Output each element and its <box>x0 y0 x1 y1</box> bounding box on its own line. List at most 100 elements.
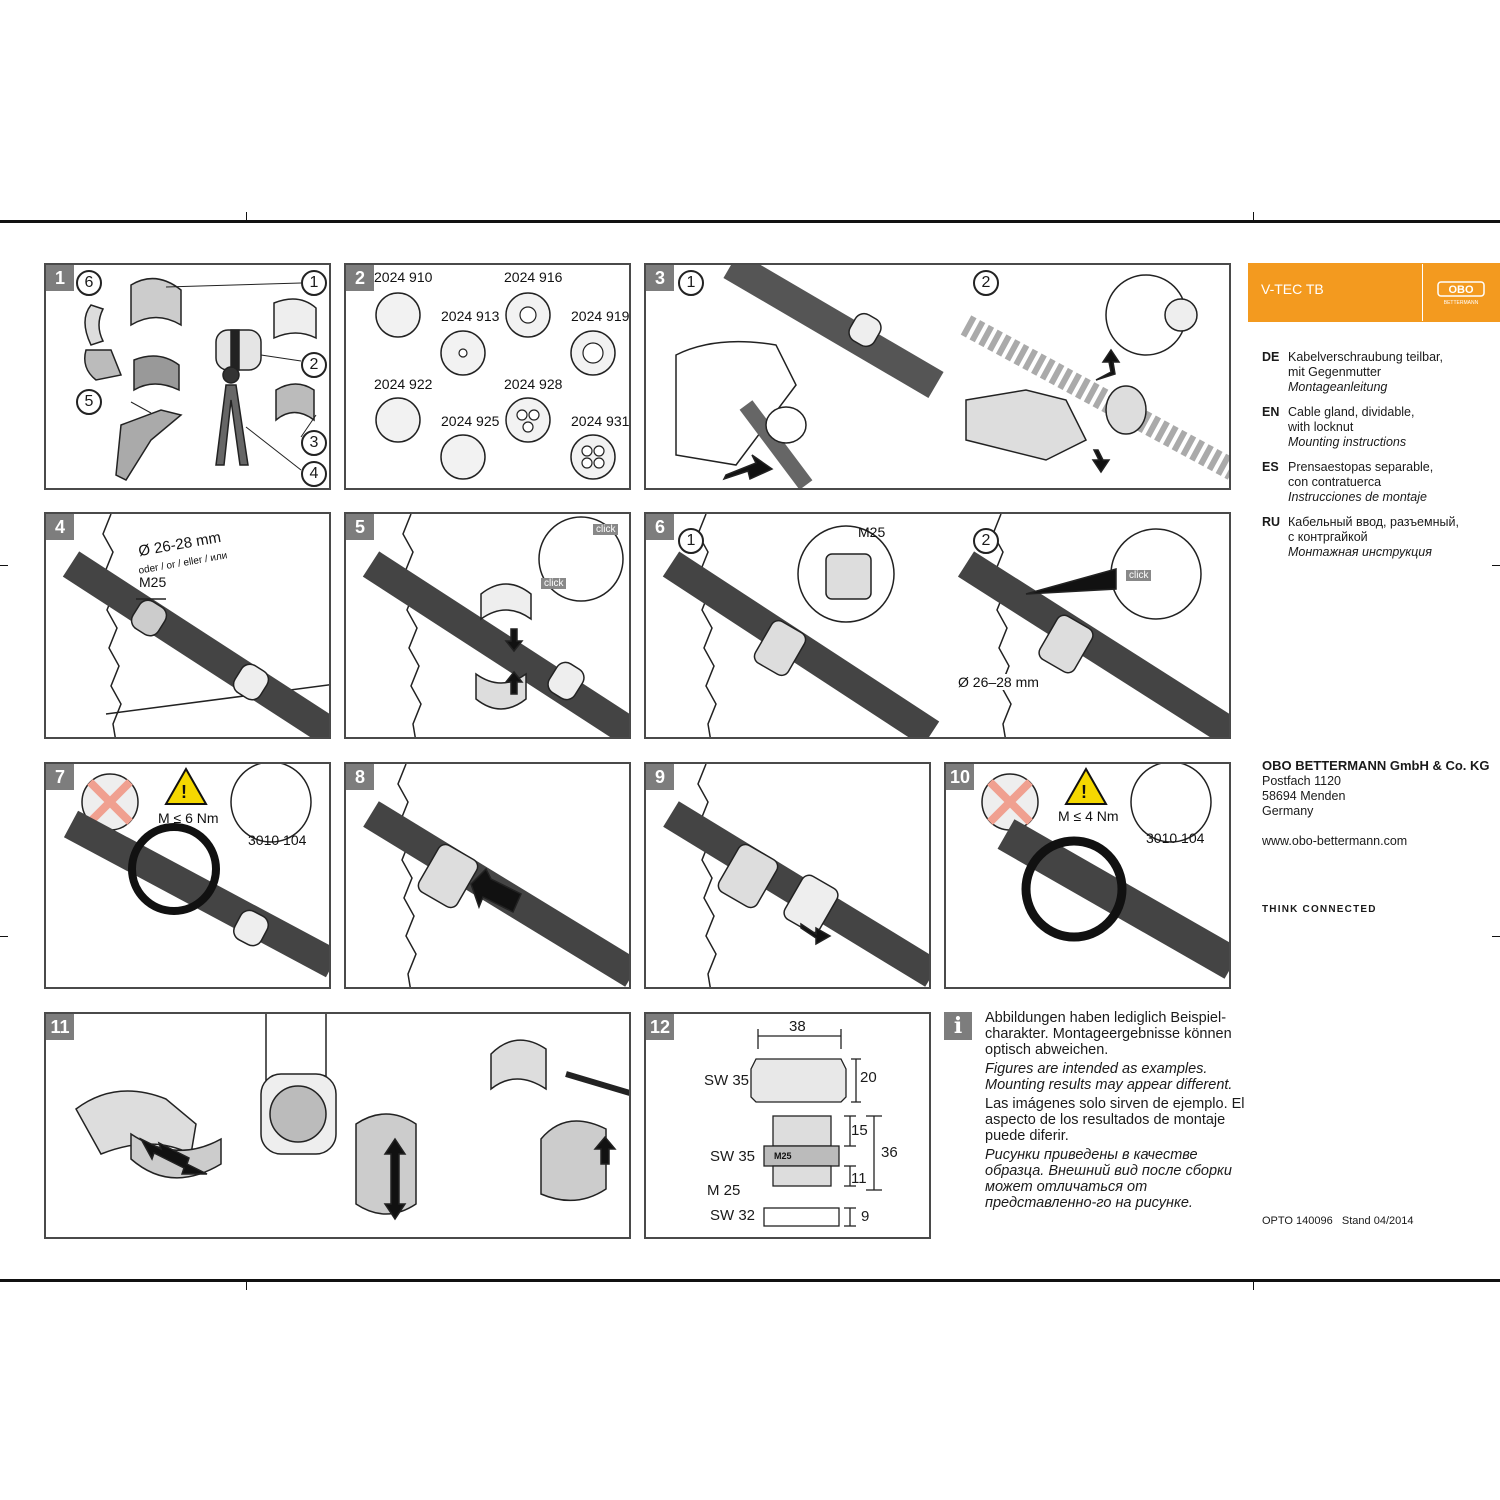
step-9-panel: 9 <box>644 762 931 989</box>
thread-label: M25 <box>858 524 886 540</box>
lang-line: Kabelverschraubung teilbar, <box>1288 350 1443 364</box>
lang-subtitle: Mounting instructions <box>1288 435 1407 449</box>
info-ru-text: Рисунки приведены в качестве образца. Вн… <box>985 1147 1232 1211</box>
step-number: 11 <box>46 1014 74 1040</box>
step-number: 3 <box>646 265 674 291</box>
step-number: 1 <box>46 265 74 291</box>
insert-code: 2024 922 <box>374 376 433 392</box>
thread-label: M25 <box>139 574 167 590</box>
locknut-installation-illustration <box>662 514 1229 737</box>
info-es: Las imágenes solo sirven de ejemplo. El … <box>985 1096 1245 1144</box>
crop-mark <box>1253 1282 1254 1290</box>
torque-label: M ≤ 6 Nm <box>158 810 219 826</box>
seal-inserts-illustration <box>375 292 616 480</box>
info-icon: i <box>944 1012 972 1040</box>
crop-mark <box>1492 565 1500 566</box>
lang-subtitle: Instrucciones de montaje <box>1288 490 1427 504</box>
lang-code: ES <box>1262 460 1279 474</box>
body-sw-label: SW 35 <box>710 1148 756 1165</box>
lang-code: EN <box>1262 405 1280 419</box>
step-7-panel: 7 ! M ≤ 6 Nm 3010 104 <box>44 762 331 989</box>
substep-1: 1 <box>678 528 704 554</box>
step-number: 2 <box>346 265 374 291</box>
company-country: Germany <box>1262 804 1314 818</box>
callout-5: 5 <box>76 389 102 415</box>
step-10-panel: 10 ! M ≤ 4 Nm 3010 104 <box>944 762 1231 989</box>
crop-mark <box>1253 212 1254 220</box>
obo-logo: OBO BETTERMANN <box>1422 264 1500 321</box>
step-number: 8 <box>346 764 374 790</box>
step-4-panel: 4 Ø 26-28 mm oder / or / eller / или M25 <box>44 512 331 739</box>
crop-mark <box>246 1282 247 1290</box>
insert-code: 2024 913 <box>441 308 500 324</box>
step-number: 9 <box>646 764 674 790</box>
diameter-label: Ø 26–28 mm <box>958 674 1039 690</box>
insert-code: 2024 928 <box>504 376 563 392</box>
torque-label: M ≤ 4 Nm <box>1058 808 1119 824</box>
click-label: click <box>541 578 567 589</box>
bottom-height-dim: 11 <box>851 1170 867 1187</box>
crop-mark <box>1492 936 1500 937</box>
thread-label: M 25 <box>707 1182 741 1199</box>
substep-2: 2 <box>973 270 999 296</box>
lang-line: mit Gegenmutter <box>1288 365 1382 379</box>
insert-code: 2024 910 <box>374 269 433 285</box>
substep-1: 1 <box>678 270 704 296</box>
top-height-dim: 15 <box>851 1122 868 1139</box>
callout-6: 6 <box>76 270 102 296</box>
cap-height-dim: 20 <box>860 1069 877 1086</box>
lang-text: Prensaestopas separable,con contratuerca… <box>1288 460 1433 505</box>
insert-code: 2024 925 <box>441 413 500 429</box>
tighten-locknut-illustration <box>63 764 329 978</box>
lang-line: with locknut <box>1288 420 1354 434</box>
lang-line: Prensaestopas separable, <box>1288 460 1434 474</box>
disassembly-illustration <box>75 1014 629 1221</box>
footer-stand: Stand 04/2014 <box>1341 1215 1414 1227</box>
footer: OPTO 140096 Stand 04/2014 <box>1262 1215 1413 1227</box>
lang-subtitle: Монтажная инструкция <box>1288 545 1432 559</box>
company-name: OBO BETTERMANN GmbH & Co. KG <box>1262 758 1490 773</box>
lang-line: con contratuerca <box>1288 475 1382 489</box>
callout-4: 4 <box>301 461 327 487</box>
company-address: OBO BETTERMANN GmbH & Co. KG Postfach 11… <box>1262 758 1490 849</box>
product-name: V-TEC TB <box>1261 281 1324 297</box>
step-number: 12 <box>646 1014 674 1040</box>
logo-subtext: BETTERMANN <box>1444 300 1479 306</box>
company-address2: 58694 Menden <box>1262 789 1346 803</box>
lang-line: с контргайкой <box>1288 530 1368 544</box>
info-ru: Рисунки приведены в качестве образца. Вн… <box>985 1147 1245 1211</box>
instruction-sheet <box>0 220 1500 1282</box>
info-de: Abbildungen haben lediglich Beispiel-cha… <box>985 1010 1232 1058</box>
tool-number: 3010 104 <box>1146 830 1205 846</box>
substep-2: 2 <box>973 528 999 554</box>
step-8-panel: 8 <box>344 762 631 989</box>
step-11-panel: 11 <box>44 1012 631 1239</box>
callout-2: 2 <box>301 352 327 378</box>
step-number: 4 <box>46 514 74 540</box>
lang-code: RU <box>1262 515 1281 529</box>
company-address1: Postfach 1120 <box>1262 774 1341 788</box>
logo-text: OBO <box>1448 284 1474 296</box>
click-label: click <box>593 524 619 535</box>
company-website[interactable]: www.obo-bettermann.com <box>1262 834 1408 848</box>
callout-1: 1 <box>301 270 327 296</box>
crop-mark <box>0 936 8 937</box>
body-m-label: M25 <box>774 1151 792 1161</box>
step-12-panel: 12 38 SW 35 20 15 36 SW 35 M25 11 M 25 S… <box>644 1012 931 1239</box>
crop-mark <box>0 565 8 566</box>
step-2-panel: 2 2024 910 2024 916 2024 913 2024 919 20… <box>344 263 631 490</box>
gland-parts-illustration <box>84 277 317 481</box>
warning-mark: ! <box>181 782 187 802</box>
nut-sw-label: SW 32 <box>710 1207 756 1224</box>
insert-code: 2024 919 <box>571 308 630 324</box>
warning-mark: ! <box>1081 782 1087 802</box>
lang-code: DE <box>1262 350 1280 364</box>
product-banner <box>1248 263 1500 322</box>
crop-mark <box>246 212 247 220</box>
insert-cable-illustration <box>363 764 629 987</box>
lang-line: Cable gland, dividable, <box>1288 405 1415 419</box>
lang-text: Kabelverschraubung teilbar,mit Gegenmutt… <box>1288 350 1443 395</box>
step-5-panel: 5 click click <box>344 512 631 739</box>
cap-sw-label: SW 35 <box>704 1072 750 1089</box>
